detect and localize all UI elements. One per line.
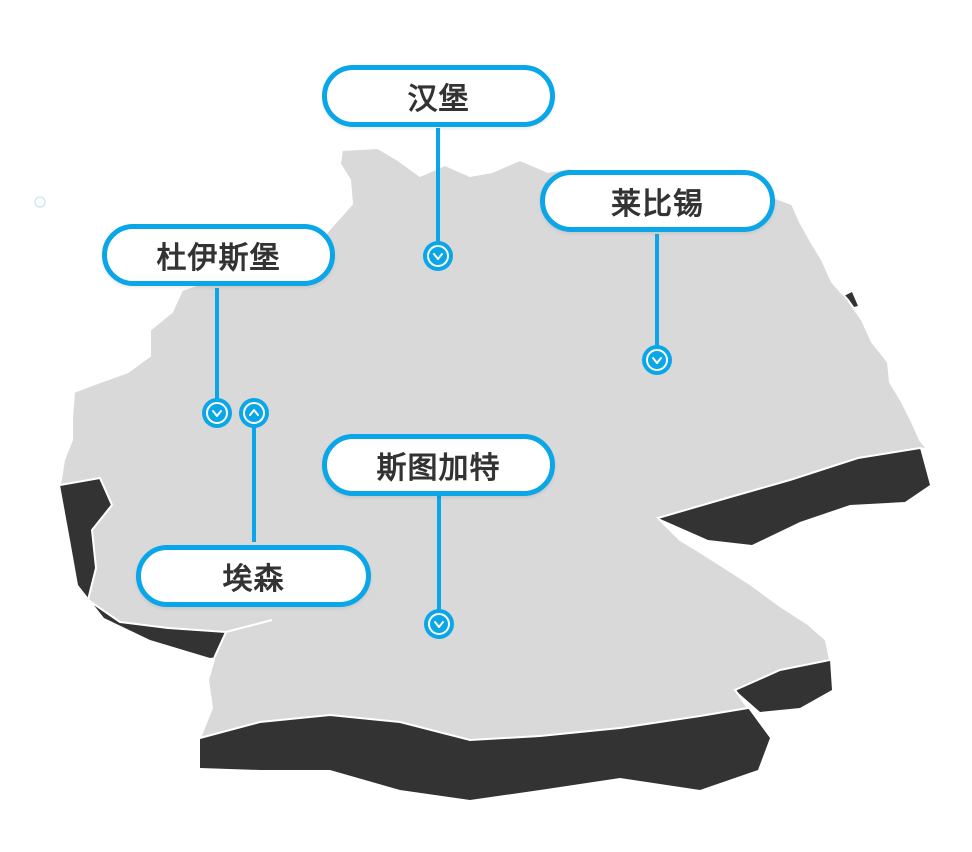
chevron-down-icon	[433, 253, 443, 260]
city-marker-stuttgart[interactable]	[424, 609, 454, 639]
city-marker-essen[interactable]	[239, 398, 269, 428]
city-marker-duisburg[interactable]	[202, 398, 232, 428]
city-label-stuttgart[interactable]: 斯图加特	[322, 434, 555, 496]
decorative-dot	[34, 196, 46, 208]
city-label-leipzig[interactable]: 莱比锡	[540, 170, 775, 232]
chevron-up-icon	[249, 409, 259, 416]
city-name-stuttgart: 斯图加特	[376, 451, 501, 486]
city-label-hamburg[interactable]: 汉堡	[322, 65, 555, 127]
chevron-down-icon	[652, 357, 662, 364]
city-name-hamburg: 汉堡	[407, 82, 470, 117]
city-marker-leipzig[interactable]	[642, 345, 672, 375]
city-marker-hamburg[interactable]	[423, 241, 453, 271]
chevron-down-icon	[212, 410, 222, 417]
city-name-essen: 埃森	[222, 562, 285, 597]
city-label-essen[interactable]: 埃森	[136, 545, 371, 607]
chevron-down-icon	[434, 621, 444, 628]
city-label-duisburg[interactable]: 杜伊斯堡	[102, 224, 335, 286]
city-name-duisburg: 杜伊斯堡	[156, 241, 281, 276]
leader-lines	[215, 128, 659, 610]
city-name-leipzig: 莱比锡	[611, 187, 704, 222]
